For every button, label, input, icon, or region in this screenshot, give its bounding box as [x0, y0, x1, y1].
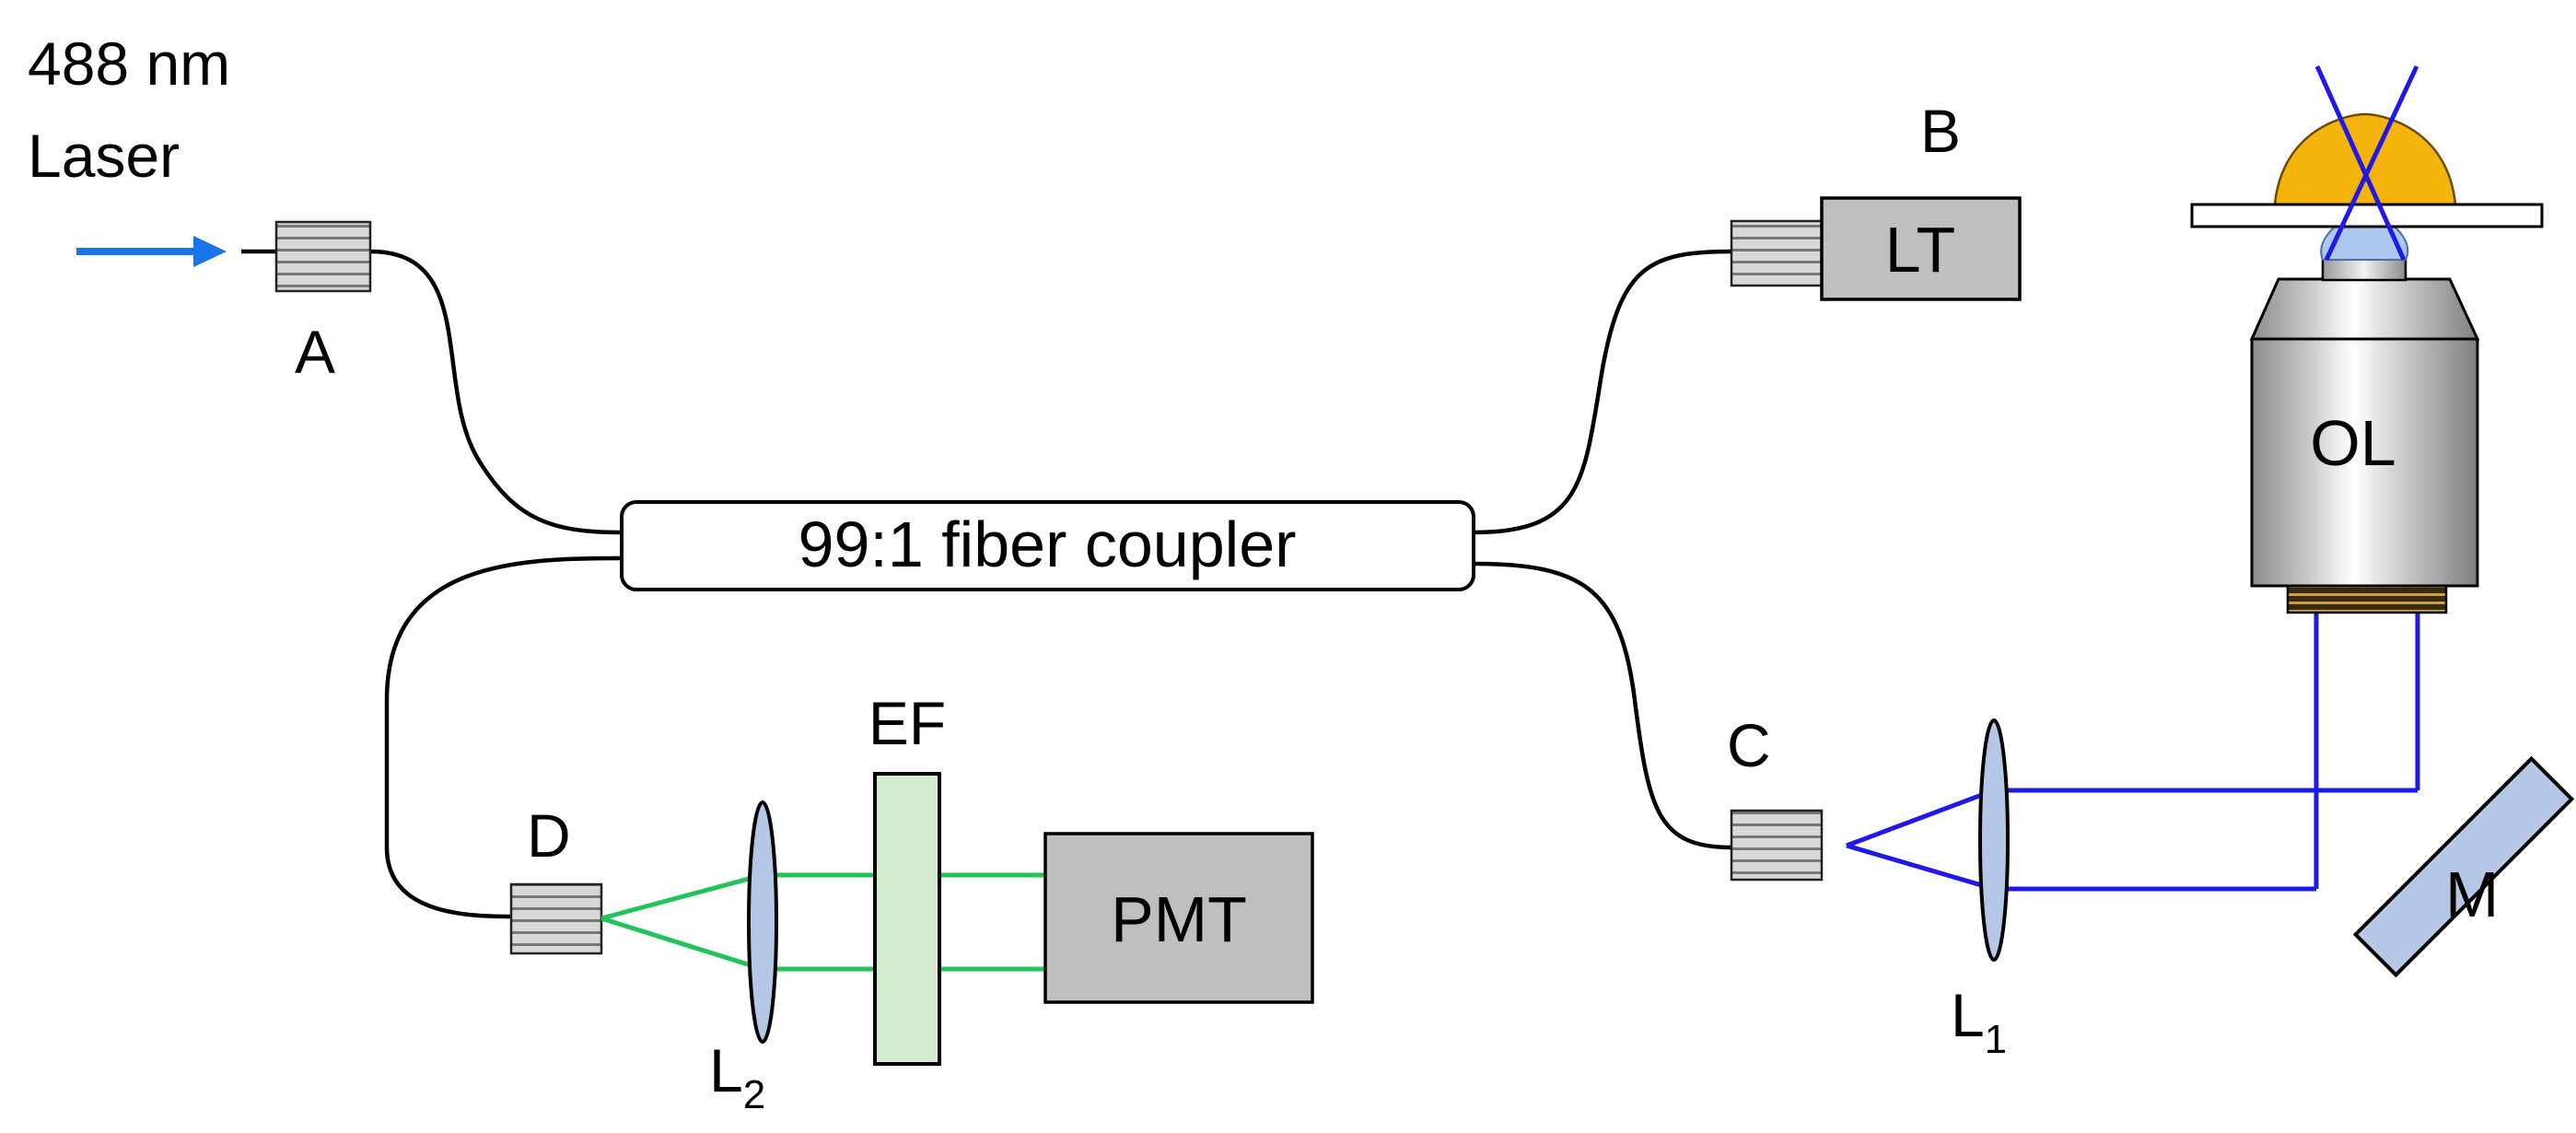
mirror-m — [2352, 755, 2575, 978]
lt-box: LT — [1820, 196, 2022, 301]
glass-slide — [2190, 203, 2544, 228]
lens-l2 — [747, 800, 778, 1044]
immersion-drop — [2320, 226, 2409, 261]
fiber-connector-d — [509, 882, 603, 955]
emission-filter — [873, 772, 941, 1066]
lens-l2-label: L2 — [709, 1036, 765, 1117]
excitation-beam — [1846, 613, 2420, 892]
focused-beam — [2314, 64, 2419, 262]
laser-arrow-icon — [76, 236, 227, 267]
lens-l1 — [1978, 718, 2010, 962]
fiber-coupler: 99:1 fiber coupler — [620, 500, 1475, 591]
fiber-connector-c — [1730, 809, 1824, 882]
laser-label: Laser — [28, 122, 180, 190]
port-label-c: C — [1727, 711, 1771, 779]
mirror-label: M — [2445, 859, 2499, 930]
emission-beam — [600, 872, 1045, 972]
port-label-d: D — [527, 801, 571, 870]
objective-lens: OL — [2249, 256, 2480, 614]
emission-filter-label: EF — [868, 689, 946, 757]
port-label-a: A — [295, 318, 335, 386]
optical-fibers — [241, 249, 1732, 919]
port-label-b: B — [1920, 97, 1961, 165]
pmt-label: PMT — [1111, 883, 1247, 955]
laser-wavelength-label: 488 nm — [28, 29, 230, 98]
fiber-connector-a — [274, 220, 372, 293]
fiber-connector-b — [1730, 219, 1824, 287]
sample — [2273, 112, 2457, 206]
coupler-label: 99:1 fiber coupler — [798, 508, 1297, 580]
objective-label: OL — [2310, 407, 2395, 479]
lens-l1-label: L1 — [1951, 981, 2007, 1062]
pmt-box: PMT — [1043, 832, 1314, 1004]
lt-label: LT — [1885, 214, 1956, 286]
